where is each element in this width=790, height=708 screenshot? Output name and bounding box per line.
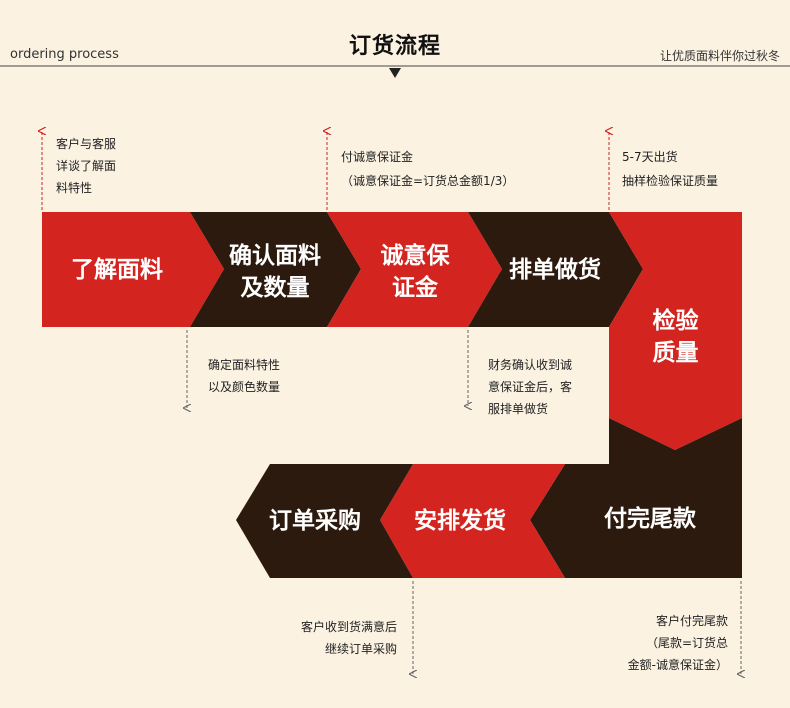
note-1-line-3: 料特性 [56,181,93,195]
step-4-shape [468,212,643,327]
note-7-line-2: （尾款=订货总 [645,636,728,650]
step-2-shape [190,212,361,327]
header-pointer-icon [389,68,401,78]
note-2: 付诚意保证金 （诚意保证金=订货总金额1/3） [341,145,514,193]
step-7-label: 安排发货 [414,508,506,534]
step-5-line-2: 质量 [652,340,699,366]
header-slogan: 让优质面料伴你过秋冬 [659,49,780,63]
page-title: 订货流程 [348,34,441,59]
note-5-line-3: 服排单做货 [488,402,549,416]
step-2-line-2: 及数量 [240,275,310,301]
note-6: 客户收到货满意后 继续订单采购 [301,616,397,660]
note-3-line-2: 抽样检验保证质量 [622,174,719,188]
step-6-label: 付完尾款 [604,506,696,532]
header-english-caption: ordering process [10,47,119,62]
step-3-line-1: 诚意保 [380,243,450,269]
step-3-label: 诚意保 证金 [360,240,470,304]
note-5-line-2: 意保证金后，客 [488,380,573,394]
step-3-line-2: 证金 [392,275,438,301]
note-4: 确定面料特性 以及颜色数量 [208,354,280,398]
note-2-line-2: （诚意保证金=订货总金额1/3） [341,174,515,188]
step-7-shape [380,464,565,578]
step-2-line-1: 确认面料 [229,243,321,269]
note-1-line-1: 客户与客服 [56,137,117,151]
note-1: 客户与客服 详谈了解面 料特性 [56,133,116,199]
step-4-label: 排单做货 [509,257,601,283]
note-5: 财务确认收到诚 意保证金后，客 服排单做货 [488,354,572,420]
note-1-line-2: 详谈了解面 [56,159,117,173]
note-4-line-1: 确定面料特性 [208,358,281,372]
step-2-label: 确认面料 及数量 [220,240,330,304]
note-3: 5-7天出货 抽样检验保证质量 [622,145,718,193]
step-6-shape [530,418,742,578]
note-5-line-1: 财务确认收到诚 [488,358,573,372]
step-1-label: 了解面料 [71,257,163,283]
note-7-line-1: 客户付完尾款 [655,614,728,628]
step-5-label: 检验 质量 [609,305,742,369]
step-8-shape [236,464,413,578]
note-6-line-2: 继续订单采购 [324,642,397,656]
note-6-line-1: 客户收到货满意后 [300,620,397,634]
step-8-label: 订单采购 [269,508,361,534]
note-2-line-1: 付诚意保证金 [341,150,414,164]
note-7: 客户付完尾款 （尾款=订货总 金额-诚意保证金） [628,610,728,676]
step-5-shape [609,212,742,450]
step-3-shape [327,212,502,327]
step-5-line-1: 检验 [652,308,699,334]
note-4-line-2: 以及颜色数量 [208,380,281,394]
note-3-line-1: 5-7天出货 [622,150,678,164]
note-7-line-3: 金额-诚意保证金） [627,658,728,672]
step-1-shape [42,212,224,327]
